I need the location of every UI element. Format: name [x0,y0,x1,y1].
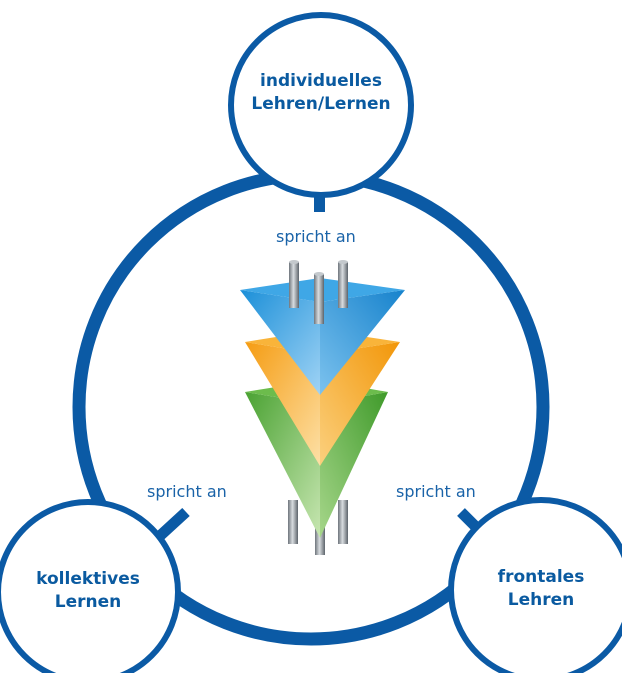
node-top-label: individuelles Lehren/Lernen [241,70,401,116]
node-left-label: kollektives Lernen [8,568,168,614]
node-left-circle [0,499,181,677]
node-left-line1: kollektives [36,569,140,589]
edge-left-label: spricht an [147,482,227,501]
node-top-line2: Lehren/Lernen [251,94,391,114]
node-right-circle [448,497,622,677]
node-right-line1: frontales [497,567,585,587]
node-top-line1: individuelles [260,71,382,91]
prism-illustration [240,260,405,555]
node-top-circle [228,12,414,198]
edge-right-label: spricht an [396,482,476,501]
node-right-line2: Lehren [507,590,575,610]
node-right-label: frontales Lehren [461,566,621,612]
edge-top-label: spricht an [276,227,356,246]
node-left-line2: Lernen [54,592,122,612]
